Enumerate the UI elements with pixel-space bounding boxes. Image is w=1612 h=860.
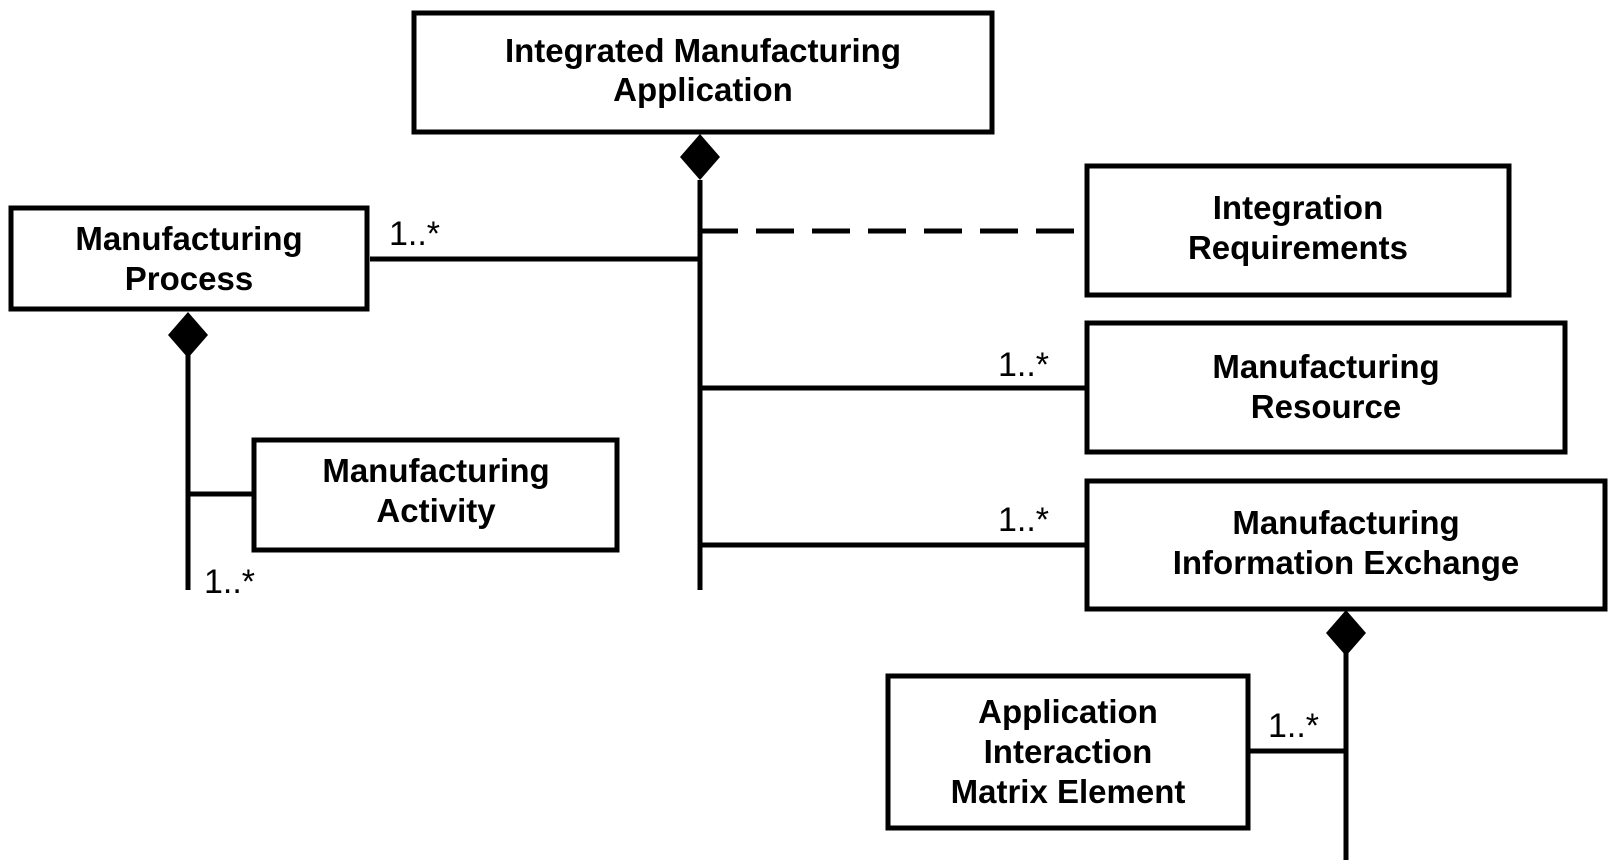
manufacturing-process-label-line-1: Manufacturing xyxy=(75,220,302,257)
multiplicity-info-exchange-to-application: 1..* xyxy=(998,501,1049,539)
integration-requirements-box: Integration Requirements xyxy=(1084,163,1512,298)
manufacturing-information-exchange-label-line-1: Manufacturing xyxy=(1232,504,1459,541)
integration-requirements-label-line-1: Integration xyxy=(1213,189,1384,226)
application-interaction-matrix-element-box: Application Interaction Matrix Element xyxy=(885,673,1251,831)
manufacturing-activity-box: Manufacturing Activity xyxy=(251,437,620,553)
manufacturing-process-label-line-2: Process xyxy=(125,260,253,297)
info-exchange-composition-diamond xyxy=(1326,610,1366,656)
manufacturing-resource-label-line-1: Manufacturing xyxy=(1212,348,1439,385)
application-interaction-matrix-element-label-line-2: Interaction xyxy=(984,733,1153,770)
integration-requirements-label-line-2: Requirements xyxy=(1188,229,1408,266)
multiplicity-matrix-element-to-info-exchange: 1..* xyxy=(1268,707,1319,745)
manufacturing-information-exchange-box: Manufacturing Information Exchange xyxy=(1084,478,1608,612)
multiplicity-resource-to-application: 1..* xyxy=(998,346,1049,384)
manufacturing-resource-box: Manufacturing Resource xyxy=(1084,320,1568,455)
manufacturing-resource-label-line-2: Resource xyxy=(1251,388,1401,425)
process-composition-diamond xyxy=(168,312,208,358)
integrated-manufacturing-application-label-line-2: Application xyxy=(613,71,793,108)
integrated-manufacturing-application-label-line-1: Integrated Manufacturing xyxy=(505,32,901,69)
application-interaction-matrix-element-label-line-3: Matrix Element xyxy=(951,773,1186,810)
multiplicity-process-to-application: 1..* xyxy=(389,215,440,253)
multiplicity-activity-to-process: 1..* xyxy=(204,563,255,601)
manufacturing-information-exchange-label-line-2: Information Exchange xyxy=(1173,544,1520,581)
application-composition-diamond xyxy=(680,134,720,180)
integrated-manufacturing-application-box: Integrated Manufacturing Application xyxy=(411,10,995,135)
manufacturing-process-box: Manufacturing Process xyxy=(8,205,370,312)
manufacturing-activity-label-line-1: Manufacturing xyxy=(322,452,549,489)
application-interaction-matrix-element-label-line-1: Application xyxy=(978,693,1158,730)
manufacturing-activity-label-line-2: Activity xyxy=(376,492,496,529)
